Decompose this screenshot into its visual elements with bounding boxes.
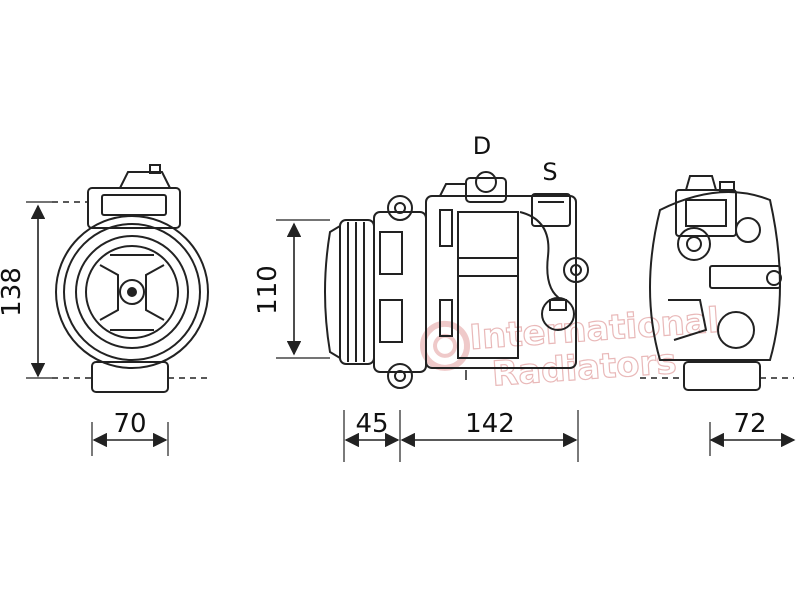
rear-view [640,175,794,391]
front-height-label: 138 [0,267,27,317]
side-view [324,171,589,389]
watermark-logo [420,320,471,371]
side-height-label: 110 [253,265,283,315]
body-length-label: 142 [465,409,515,439]
rear-width-dimension: 72 [709,409,796,456]
watermark: International Radiators [420,300,721,395]
pulley-length-label: 45 [355,409,388,439]
rear-width-label: 72 [733,409,766,439]
length-dimensions: 45 142 [343,409,579,462]
front-width-label: 70 [113,409,146,439]
side-height-dimension: 110 [253,219,330,359]
suction-port-label: S [542,158,557,186]
front-height-dimension: 138 [0,201,52,379]
front-view [52,164,210,393]
discharge-port-label: D [473,132,491,160]
front-width-dimension: 70 [91,409,169,456]
